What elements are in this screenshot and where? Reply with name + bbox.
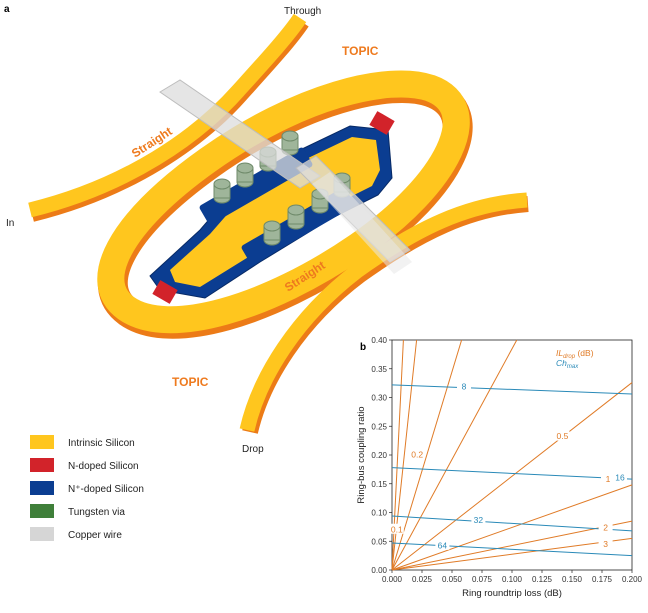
- ch-label-bg: [471, 514, 486, 525]
- chart-legend-entry: Chmax: [556, 358, 579, 370]
- x-axis-label: Ring roundtrip loss (dB): [462, 588, 562, 599]
- il-label-bg: [598, 538, 613, 549]
- legend-label: Copper wire: [68, 530, 122, 541]
- il-label-bg: [601, 473, 615, 484]
- x-tick-label: 0.075: [472, 575, 493, 584]
- plot-frame: [391, 339, 633, 571]
- il-line: [391, 382, 633, 571]
- x-tick-label: 0.100: [502, 575, 523, 584]
- ch-line: [391, 467, 633, 480]
- racetrack-ring: [97, 70, 473, 339]
- x-tick-label: 0.025: [412, 575, 433, 584]
- legend-swatch: [30, 435, 54, 449]
- y-axis-label: Ring-bus coupling ratio: [356, 406, 367, 503]
- legend-label: N-doped Silicon: [68, 461, 139, 472]
- il-label-bg: [555, 430, 570, 441]
- il-line: [391, 339, 518, 571]
- y-tick-label: 0.40: [371, 336, 387, 345]
- legend-swatch: [30, 458, 54, 472]
- chart-legend-entry: ILdrop (dB): [556, 348, 594, 360]
- il-line: [391, 537, 633, 571]
- legend-swatch: [30, 504, 54, 518]
- n-doped-contact-top: [369, 111, 395, 135]
- ch-line-label: 16: [615, 473, 625, 483]
- legend-label: Intrinsic Silicon: [68, 438, 135, 449]
- ch-label-bg: [457, 381, 471, 392]
- y-tick-label: 0.00: [371, 566, 387, 575]
- ch-line: [391, 384, 633, 395]
- panel-a-label: a: [4, 4, 10, 15]
- x-tick-label: 0.150: [562, 575, 583, 584]
- ch-line-label: 32: [474, 515, 484, 525]
- il-line-label: 1: [606, 474, 611, 484]
- il-label-bg: [389, 523, 404, 534]
- ch-line-label: 64: [438, 540, 448, 550]
- y-tick-label: 0.15: [371, 480, 387, 489]
- il-line: [391, 484, 633, 571]
- ch-line-label: 8: [462, 382, 467, 392]
- copper-wires: [159, 79, 412, 274]
- y-tick-label: 0.35: [371, 365, 387, 374]
- bus-waveguide-drop: [239, 192, 529, 434]
- port-through-label: Through: [284, 6, 321, 17]
- il-line-label: 0.5: [556, 431, 568, 441]
- y-tick-label: 0.20: [371, 451, 387, 460]
- panel-b-label: b: [360, 342, 366, 353]
- il-label-bg: [598, 522, 613, 533]
- ch-label-bg: [435, 539, 450, 550]
- x-tick-label: 0.050: [442, 575, 463, 584]
- ch-line: [391, 515, 633, 532]
- il-line-label: 0.1: [391, 524, 403, 534]
- legend-label: Tungsten via: [68, 507, 125, 518]
- n-doped-contact-bottom: [152, 280, 178, 304]
- ch-label-bg: [613, 472, 627, 482]
- y-tick-label: 0.05: [371, 537, 387, 546]
- il-label-bg: [410, 449, 425, 459]
- y-tick-label: 0.10: [371, 509, 387, 518]
- legend-swatch: [30, 527, 54, 541]
- ch-line: [391, 542, 633, 557]
- topic-top-label: TOPIC: [342, 44, 379, 58]
- port-drop-label: Drop: [242, 444, 264, 455]
- x-tick-label: 0.125: [532, 575, 553, 584]
- il-line: [391, 520, 633, 571]
- panel-b-chart: b 0.1 0.2 0.5 1 2 3 8 16 32 64 0.000 0.025 0.050 0.0…: [356, 336, 643, 599]
- y-tick-label: 0.25: [371, 422, 387, 431]
- x-tick-label: 0.175: [592, 575, 613, 584]
- x-tick-label: 0.200: [622, 575, 643, 584]
- il-line-label: 2: [603, 523, 608, 533]
- legend-label: N⁺-doped Silicon: [68, 484, 144, 495]
- topic-bottom-label: TOPIC: [172, 375, 209, 389]
- il-line-label: 0.2: [411, 450, 423, 460]
- il-line-label: 3: [603, 539, 608, 549]
- x-tick-label: 0.000: [382, 575, 403, 584]
- legend-swatch: [30, 481, 54, 495]
- y-tick-label: 0.30: [371, 394, 387, 403]
- panel-a: a: [4, 4, 529, 541]
- port-in-label: In: [6, 218, 14, 229]
- chart-legend: ILdrop (dB)Chmax: [556, 348, 594, 370]
